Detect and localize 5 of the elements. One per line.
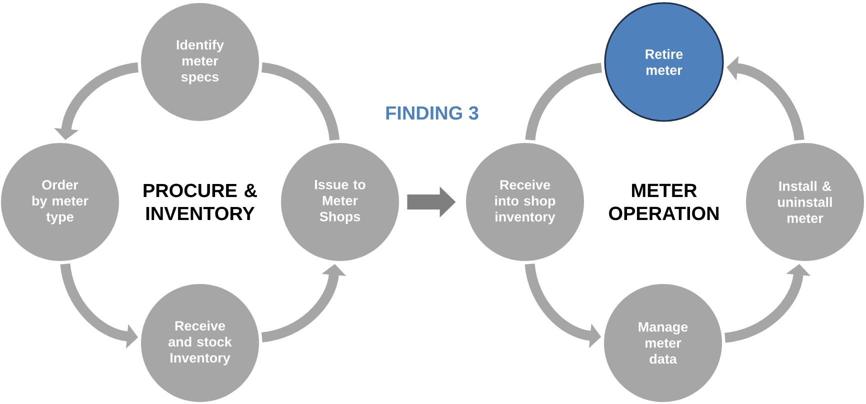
cycle-connector: [525, 62, 602, 141]
cycle-connector: [261, 62, 340, 141]
cycle-heading: METER OPERATION: [609, 184, 718, 220]
title: FINDING 3: [386, 106, 478, 120]
cycle-heading: PROCURE & INVENTORY: [144, 184, 257, 220]
